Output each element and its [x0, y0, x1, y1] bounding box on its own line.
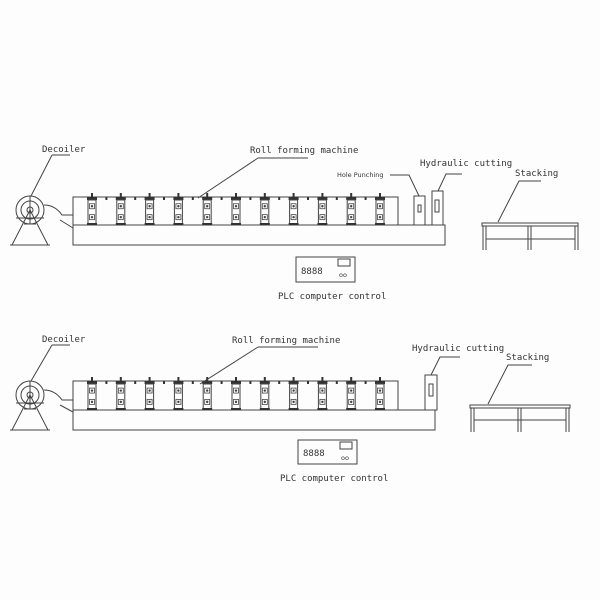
roll-spacer	[335, 381, 338, 384]
plc-knob: oo	[341, 454, 349, 462]
hole-punching-label: Hole Punching	[337, 171, 384, 179]
roll-stand	[173, 377, 184, 411]
roll-stand	[231, 193, 241, 226]
roll-spacer	[191, 381, 194, 384]
roll-stand	[375, 377, 385, 411]
hydraulic-cutting-label: Hydraulic cutting	[420, 159, 512, 169]
plc-display: 8888	[301, 267, 323, 277]
hydraulic-cutting-leader	[437, 173, 462, 192]
stacking-label: Stacking	[506, 353, 549, 363]
roll-stand	[115, 193, 126, 226]
roll-stand	[115, 377, 126, 411]
roll-stand	[288, 193, 299, 226]
plc-label: PLC computer control	[278, 292, 386, 302]
roll-forming-leader	[197, 157, 259, 199]
decoiler-leader	[30, 154, 53, 197]
plc-label: PLC computer control	[280, 474, 388, 484]
hydraulic-cutting-unit	[431, 190, 444, 226]
roll-stand	[87, 193, 97, 226]
roll-spacer	[105, 197, 108, 200]
stacking-table	[469, 404, 571, 432]
roll-spacer	[220, 381, 223, 384]
roll-spacer	[220, 197, 223, 200]
hole-punching-leader	[390, 174, 420, 197]
roll-spacer	[307, 197, 309, 200]
roll-stand	[317, 377, 328, 411]
roll-stand	[144, 377, 155, 411]
hydraulic-cutting-unit	[424, 374, 438, 411]
roll-stand	[144, 193, 155, 226]
roll-stand	[375, 193, 385, 226]
roll-spacer	[163, 197, 165, 200]
plc-knob: oo	[339, 271, 347, 279]
roll-spacer	[364, 381, 367, 384]
roll-forming-leader	[199, 346, 259, 385]
roll-spacer	[105, 381, 108, 384]
roll-spacer	[249, 197, 252, 200]
roll-spacer	[163, 381, 165, 384]
decoiler	[10, 195, 74, 246]
roll-spacer	[307, 381, 309, 384]
roll-spacer	[134, 197, 137, 200]
roll-stand	[202, 193, 213, 226]
decoiler	[10, 380, 74, 431]
plc-control-panel: 8888 oo	[297, 439, 358, 465]
roll-stand	[173, 193, 184, 226]
roll-forming-label: Roll forming machine	[250, 146, 358, 156]
stacking-leader	[487, 364, 532, 405]
hydraulic-cutting-leader	[430, 356, 460, 376]
stacking-table	[481, 222, 579, 250]
roll-forming-machine	[72, 377, 436, 431]
roll-forming-label: Roll forming machine	[232, 336, 340, 346]
plc-control-panel: 8888 oo	[295, 256, 356, 283]
roll-forming-machine	[72, 193, 446, 246]
roll-spacer	[278, 381, 281, 384]
roll-spacer	[134, 381, 137, 384]
stacking-label: Stacking	[515, 169, 558, 179]
decoiler-leader	[30, 344, 53, 382]
roll-stand	[346, 193, 357, 226]
roll-stand	[317, 193, 328, 226]
roll-spacer	[335, 197, 338, 200]
roll-stand	[259, 377, 270, 411]
roll-stand	[231, 377, 241, 411]
roll-spacer	[249, 381, 252, 384]
hole-punching-unit	[413, 195, 426, 226]
roll-stand	[346, 377, 357, 411]
stacking-leader	[497, 180, 541, 223]
roll-stand	[288, 377, 299, 411]
roll-stand	[87, 377, 97, 411]
roll-stand	[259, 193, 270, 226]
roll-spacer	[364, 197, 367, 200]
bottom-production-line: Decoiler Roll forming machine Hydraulic …	[10, 335, 571, 484]
roll-spacer	[191, 197, 194, 200]
decoiler-label: Decoiler	[42, 335, 86, 345]
roll-spacer	[278, 197, 281, 200]
roll-stand	[202, 377, 213, 411]
hydraulic-cutting-label: Hydraulic cutting	[412, 344, 504, 354]
decoiler-label: Decoiler	[42, 145, 86, 155]
top-production-line: Decoiler Roll forming machine Hole Punch…	[10, 145, 579, 302]
plc-display: 8888	[303, 449, 325, 459]
